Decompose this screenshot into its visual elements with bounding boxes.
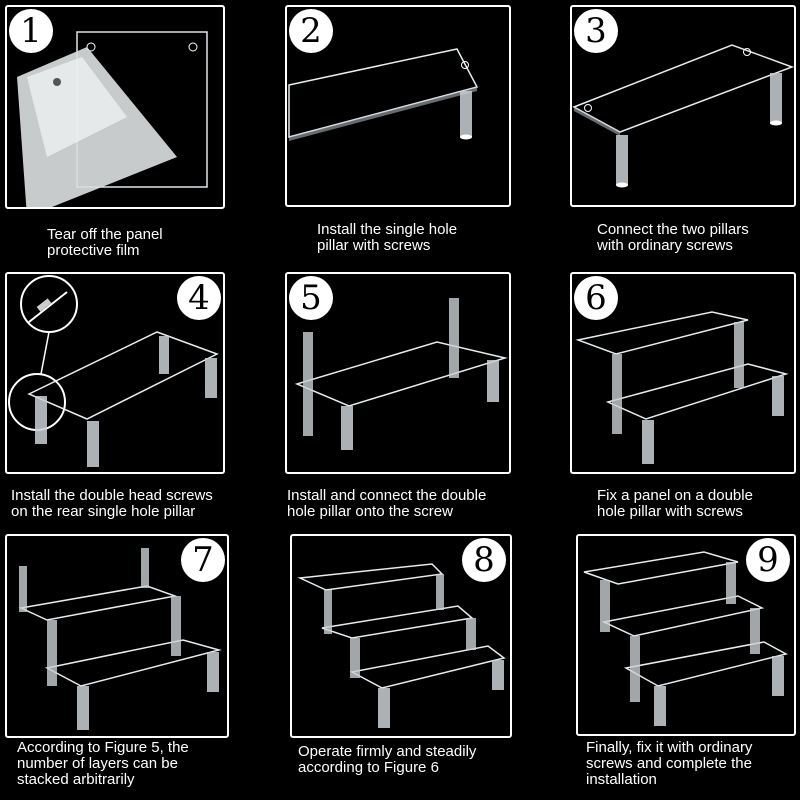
acrylic-pillar-icon [449,298,459,378]
step-number-badge: 5 [289,276,333,320]
acrylic-pillar-icon [770,73,782,123]
step-9: 9 Finally, fix it with ordinary screws a… [576,534,800,798]
acrylic-pillar-icon [772,376,784,416]
acrylic-pillar-icon [35,396,47,444]
acrylic-pillar-icon [726,562,736,604]
acrylic-pillar-icon [630,636,640,702]
acrylic-panel-icon [27,331,219,420]
film-hole [53,78,61,86]
acrylic-panel-icon [605,363,789,420]
step-3: 3 Connect the two pillars with ordinary … [570,5,800,269]
double-head-screw-illustration [8,275,219,467]
acrylic-pillar-icon [77,686,89,730]
acrylic-pillar-icon [654,686,666,726]
acrylic-panel-icon [44,639,222,687]
film-peel-illustration [17,31,208,207]
acrylic-panel-icon [297,563,444,591]
step-8: 8 Operate firmly and steadily according … [290,534,554,798]
acrylic-pillar-icon [324,590,332,634]
acrylic-pillar-icon [612,354,622,434]
acrylic-pillar-icon [19,566,27,612]
acrylic-panel-icon [623,641,789,687]
step-5: 5 Install and connect the double hole pi… [285,272,549,536]
acrylic-pillar-icon [205,358,217,398]
acrylic-pillar-icon [350,638,360,678]
step-1: 1 Tear off the panel protective film [5,5,269,269]
step-6: 6 Fix a panel on a double hole pillar wi… [570,272,800,536]
acrylic-pillar-icon [487,360,499,402]
step-caption: Install the double head screws on the re… [11,487,213,520]
acrylic-pillar-icon [616,135,628,185]
acrylic-panel-icon [294,341,508,407]
two-pillars-illustration [572,44,794,188]
acrylic-panel-icon [18,585,178,621]
completed-shelf-illustration [583,551,789,726]
step-caption: Fix a panel on a double hole pillar with… [597,487,753,520]
three-tier-illustration [297,563,506,728]
step-2: 2 Install the single hole pillar with sc… [285,5,549,269]
step-caption: According to Figure 5, the number of lay… [17,739,189,788]
step-4: 4 Install the double head screws on the … [5,272,269,536]
acrylic-panel-icon [349,645,506,689]
acrylic-pillar-icon [460,91,472,137]
acrylic-pillar-icon [600,580,610,632]
step-number-badge: 9 [746,538,790,582]
step-number-badge: 7 [181,538,225,582]
single-pillar-illustration [288,48,479,141]
acrylic-panel-icon [575,311,749,355]
acrylic-pillar-icon [772,656,784,696]
step-caption: Install the single hole pillar with scre… [317,221,458,254]
stacked-layers-illustration [18,548,222,730]
step-caption: Finally, fix it with ordinary screws and… [586,739,753,788]
step-caption: Operate firmly and steadily according to… [298,743,477,776]
acrylic-pillar-icon [47,620,57,686]
acrylic-pillar-icon [750,608,760,654]
step-number-badge: 2 [289,9,333,53]
acrylic-panel-icon [321,605,474,639]
acrylic-pillar-icon [171,596,181,656]
step-number-badge: 4 [177,276,221,320]
acrylic-pillar-icon [492,660,504,690]
step-caption: Connect the two pillars with ordinary sc… [597,221,749,254]
acrylic-pillar-icon [87,421,99,467]
two-tier-illustration [575,311,789,464]
acrylic-panel-icon [583,551,739,585]
step-number-badge: 6 [574,276,618,320]
step-number-badge: 1 [9,9,53,53]
step-number-badge: 8 [462,538,506,582]
acrylic-pillar-icon [378,688,390,728]
acrylic-panel-icon [601,595,765,637]
step-caption: Install and connect the double hole pill… [287,487,487,520]
step-number-badge: 3 [574,9,618,53]
step-caption: Tear off the panel protective film [47,226,163,259]
acrylic-pillar-icon [207,652,219,692]
acrylic-pillar-icon [466,618,476,650]
acrylic-pillar-icon [642,420,654,464]
acrylic-pillar-icon [159,336,169,374]
acrylic-panel-icon [288,48,479,138]
acrylic-pillar-icon [141,548,149,588]
double-hole-pillar-illustration [294,298,508,450]
acrylic-pillar-icon [341,406,353,450]
acrylic-panel-icon [572,44,794,133]
acrylic-pillar-icon [734,322,744,388]
step-7: 7 According to Figure 5, the number of l… [5,534,269,798]
step-1-panel [5,5,225,209]
panel-hole [188,42,198,52]
acrylic-pillar-icon [436,574,444,610]
acrylic-pillar-icon [303,332,313,436]
